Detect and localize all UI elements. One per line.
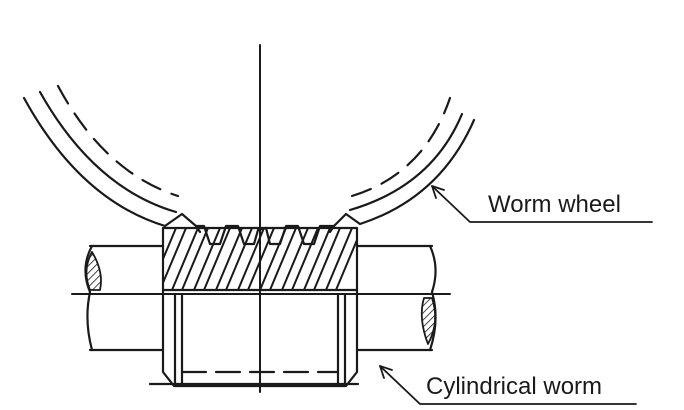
shaft-section-right	[420, 297, 437, 345]
worm-shaft	[84, 244, 437, 352]
cylindrical-worm-leader	[379, 365, 637, 405]
worm-wheel-pitch-circle	[56, 84, 180, 198]
cylindrical-worm-label: Cylindrical worm	[426, 373, 602, 400]
worm-wheel-inner-arc	[38, 90, 178, 214]
worm-wheel-leader	[431, 185, 653, 223]
worm-wheel	[22, 84, 476, 246]
shaft-section-left	[85, 251, 102, 291]
worm-outline	[161, 226, 359, 388]
worm-wheel-outer-arc	[22, 96, 202, 234]
worm-wheel-label: Worm wheel	[488, 191, 621, 218]
worm-threads	[163, 228, 357, 290]
